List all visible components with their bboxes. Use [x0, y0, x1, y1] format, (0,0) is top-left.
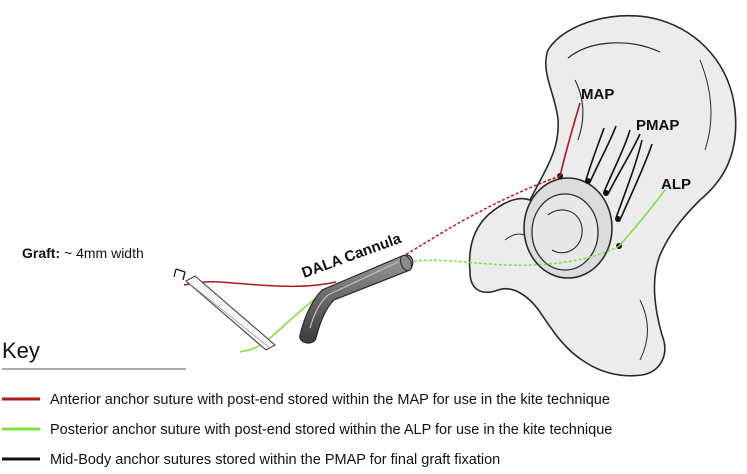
pmap-suture: [603, 129, 631, 193]
key-item-green: Posterior anchor suture with post-end st…: [50, 422, 612, 438]
acetabulum-inner: [531, 193, 599, 271]
anchor-dot: [615, 216, 621, 222]
acetabulum-fossa: [547, 209, 583, 254]
green-suture-alp: [618, 189, 666, 247]
pmap-suture: [607, 133, 641, 195]
pmap-suture: [615, 139, 643, 219]
red-suture-map: [559, 102, 581, 177]
pelvis-contour: [567, 42, 661, 59]
label-alp: ALP: [661, 176, 691, 193]
graft: [173, 268, 276, 351]
anchor-dot: [603, 190, 609, 196]
key-title: Key: [2, 338, 40, 363]
pelvis-contour: [639, 299, 648, 361]
green-suture-dotted: [409, 245, 620, 266]
key-item-black: Mid-Body anchor sutures stored within th…: [50, 452, 500, 468]
key-item-red: Anterior anchor suture with post-end sto…: [50, 392, 610, 408]
pelvis-contour: [699, 59, 712, 151]
cannula-highlight: [309, 261, 399, 329]
label-graft-bold: Graft:: [22, 245, 60, 261]
label-graft-rest: ~ 4mm width: [60, 245, 144, 261]
label-map: MAP: [581, 86, 614, 103]
label-pmap: PMAP: [636, 117, 679, 134]
label-graft: Graft: ~ 4mm width: [22, 245, 144, 261]
pmap-suture: [619, 143, 653, 221]
pmap-suture: [589, 125, 617, 183]
pmap-suture: [585, 127, 605, 181]
anchor-dot: [585, 178, 591, 184]
cannula-end: [399, 254, 413, 272]
pelvis-contour: [574, 79, 584, 141]
pelvis-bone: [468, 14, 737, 377]
